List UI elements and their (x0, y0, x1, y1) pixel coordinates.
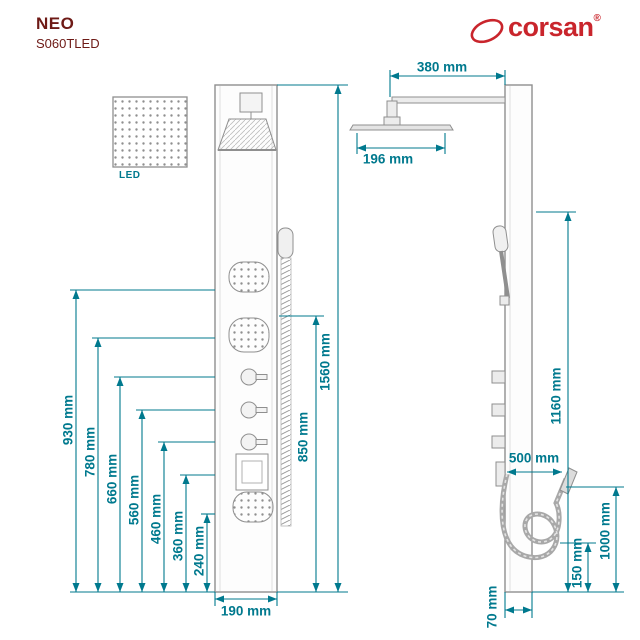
hand-shower-front (277, 227, 294, 259)
dim-label-1560mm: 1560 mm (317, 333, 333, 391)
dim-label-560mm: 560 mm (126, 474, 142, 526)
rain-head-side (349, 124, 454, 131)
dim-label-190mm: 190 mm (220, 603, 272, 619)
model-name: NEO (36, 14, 75, 33)
hand-shower-side (492, 225, 510, 306)
dim-label-196mm: 196 mm (362, 151, 414, 167)
registered-mark-icon: ® (593, 13, 601, 24)
led-label: LED (119, 170, 141, 181)
led-panel-detail (112, 96, 188, 168)
dim-label-780mm: 780 mm (82, 426, 98, 478)
body-jet-middle (228, 317, 270, 353)
control-knobs-side (491, 370, 506, 487)
dim-label-500mm: 500 mm (508, 450, 560, 466)
display-screen (235, 453, 269, 491)
dim-label-150mm: 150 mm (569, 537, 585, 589)
dim-label-850mm: 850 mm (295, 411, 311, 463)
shower-arm-side (391, 96, 506, 104)
dim-label-930mm: 930 mm (60, 394, 76, 446)
brand-logo: corsan ® (468, 12, 601, 48)
dim-label-360mm: 360 mm (170, 510, 186, 562)
dim-label-1160mm: 1160 mm (548, 367, 564, 425)
dim-label-660mm: 660 mm (104, 453, 120, 505)
dimension-lines (70, 70, 624, 618)
body-jet-top (228, 261, 270, 293)
dim-label-240mm: 240 mm (191, 525, 207, 577)
logo-swoosh-icon (470, 18, 504, 44)
control-knobs-front (240, 368, 268, 451)
brand-name: corsan (508, 12, 594, 42)
hose-front (280, 257, 292, 527)
body-jet-bottom (232, 491, 274, 523)
arm-mount-front (239, 92, 263, 113)
model-block: NEO S060TLED (36, 14, 100, 51)
dim-label-70mm: 70 mm (484, 585, 500, 629)
model-code: S060TLED (36, 36, 100, 51)
side-view (349, 84, 578, 593)
dim-label-1000mm: 1000 mm (597, 502, 613, 560)
dim-label-460mm: 460 mm (148, 493, 164, 545)
front-view (112, 84, 294, 593)
dim-label-380mm: 380 mm (416, 59, 468, 75)
